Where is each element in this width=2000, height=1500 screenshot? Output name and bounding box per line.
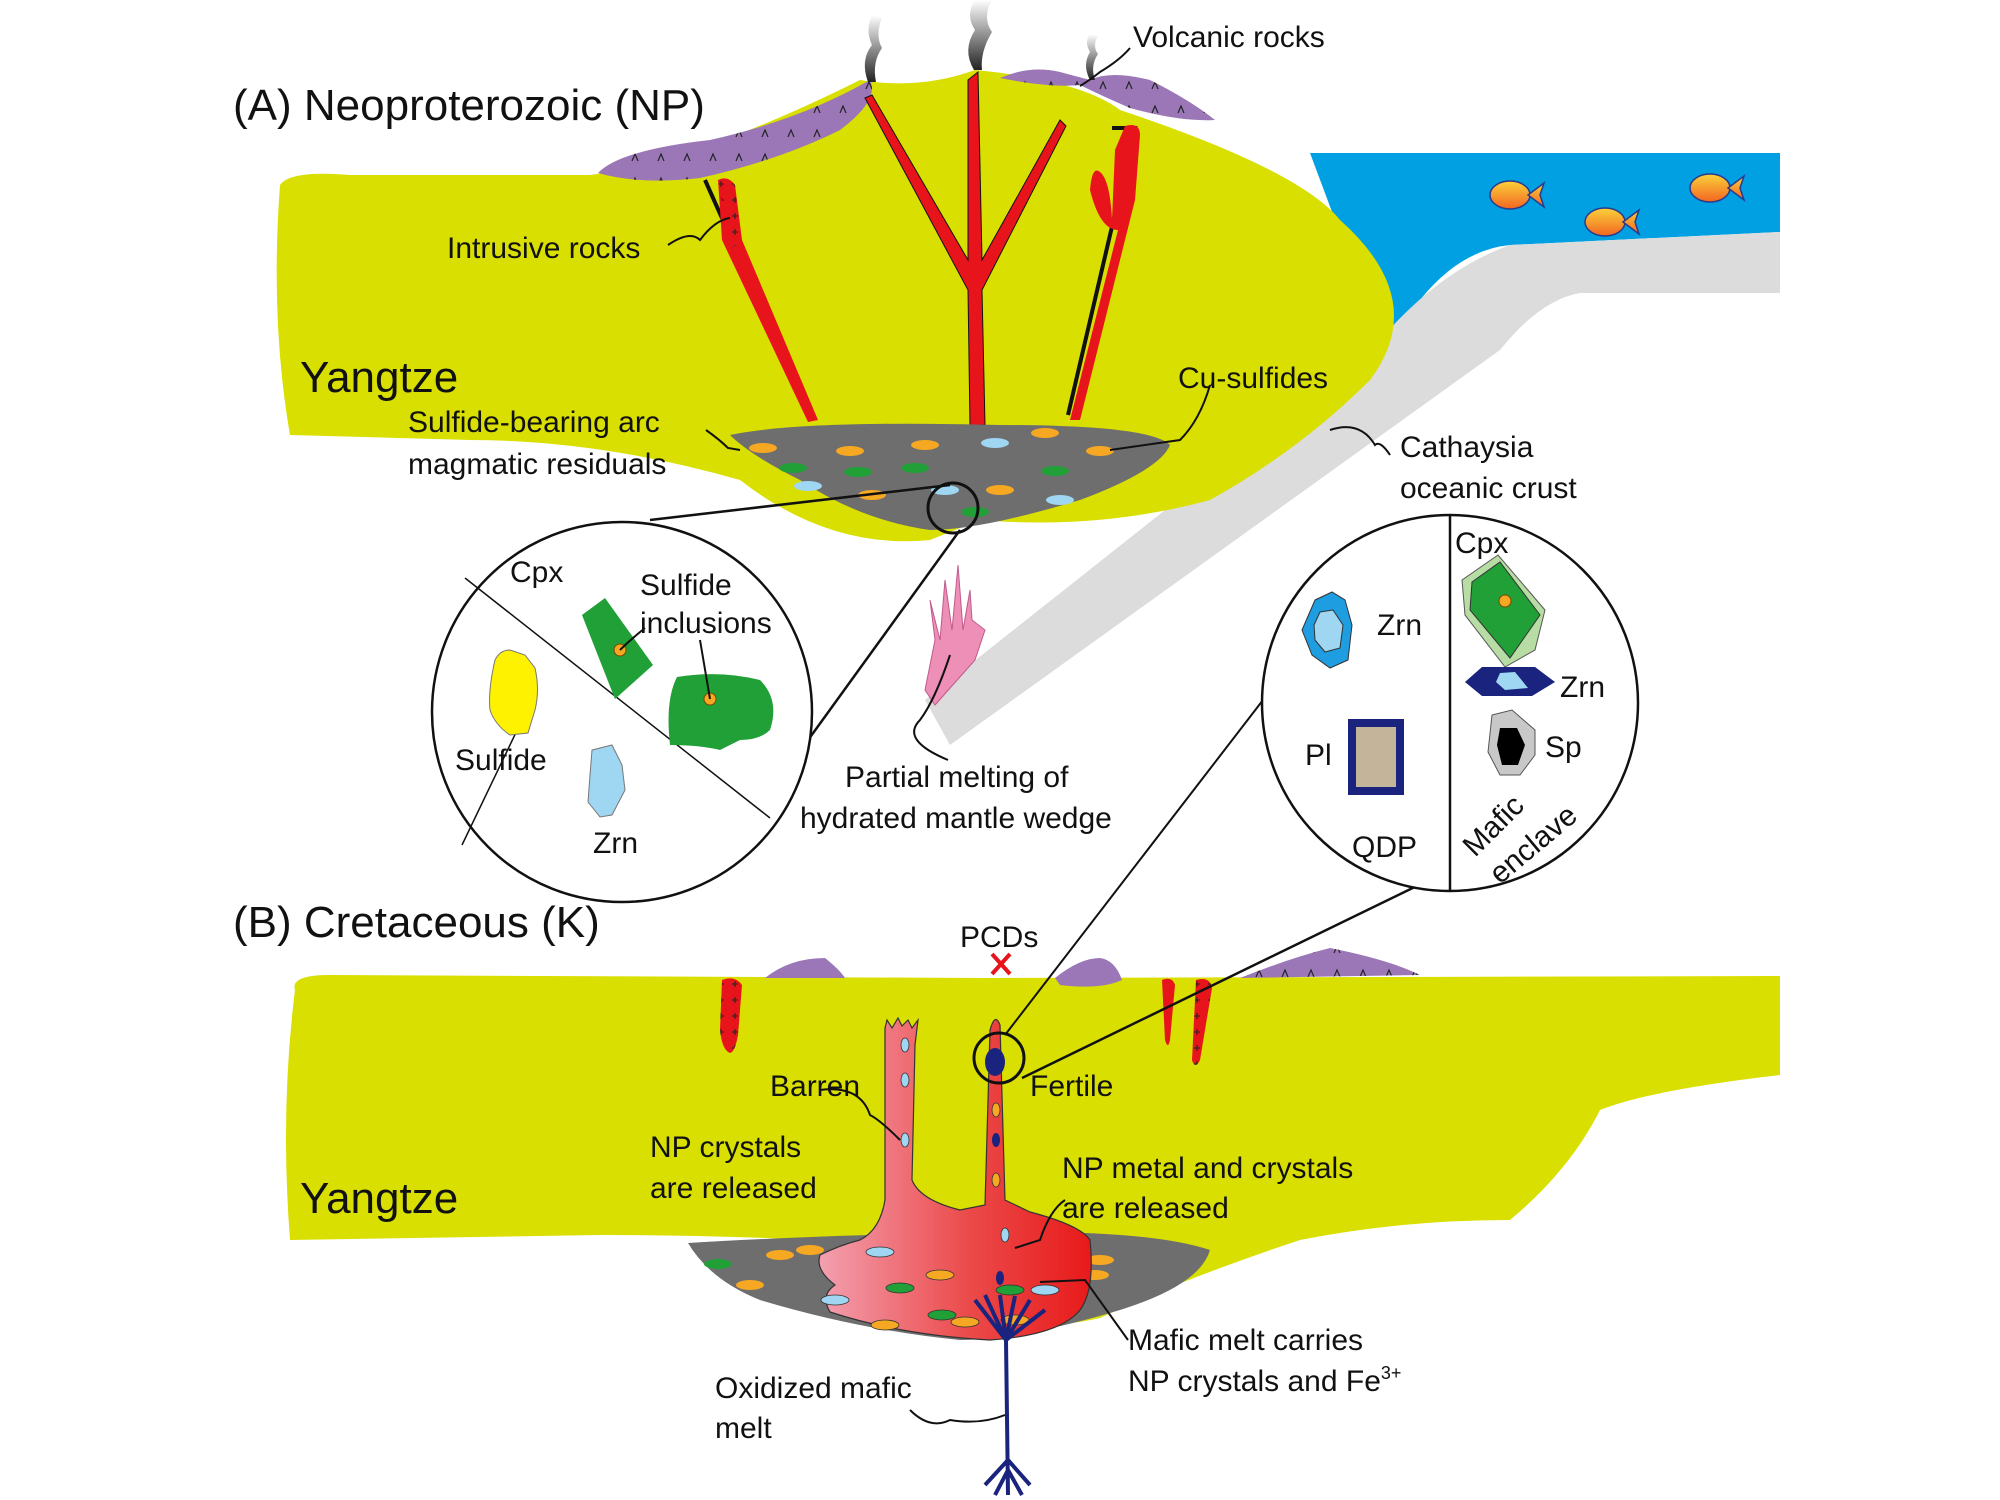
oxidized-label-line1: Oxidized mafic [715,1372,912,1405]
leader-cu-sulfides [1109,384,1211,451]
leader-oxidized [909,1409,1006,1425]
inset-b-cpx: Cpx [1455,527,1508,560]
panel-a-title: (A) Neoproterozoic (NP) [233,81,705,130]
residual-crystals [749,428,1114,517]
mantle-wedge-melt [924,564,986,706]
oxidized-mafic-melt-dike [973,1294,1047,1496]
panel-a [276,0,1780,904]
yangtze-crust-b [286,975,1780,1326]
cathaysia-oceanic-crust [925,232,1780,745]
np-crystals-label-line2: are released [650,1172,817,1205]
smoke-plume [968,0,992,70]
residuals-label-line2: magmatic residuals [408,448,666,481]
leader-np-metal [1014,1199,1066,1249]
partial-melting-label-line1: Partial melting of [845,761,1069,794]
mafic-carries-text: NP crystals and Fe [1128,1365,1381,1398]
volcanic-rocks [765,958,845,978]
yangtze-label-a: Yangtze [300,353,458,402]
inset-a-zrn: Zrn [593,827,638,860]
np-metal-label-line2: are released [1062,1192,1229,1225]
ocean [1310,153,1780,340]
volcanic-rocks-left-pattern [598,80,872,181]
zoom-line [1004,699,1264,1036]
zoom-line [1021,880,1426,1080]
yangtze-label-b: Yangtze [300,1174,458,1223]
cpx-grain [668,674,774,750]
labels: (A) Neoproterozoic (NP) Yangtze Volcanic… [233,21,1605,1445]
fish-icon [1584,207,1641,237]
inset-b-sp: Sp [1545,731,1582,764]
melt-body [818,1016,1092,1341]
leader-intrusive [667,217,731,246]
residuals-label-line1: Sulfide-bearing arc [408,406,660,439]
residual-crystals-b [704,1245,1114,1290]
inset-a-sulfide: Sulfide [455,744,547,777]
inset-a [430,520,814,904]
fish-icon [1689,173,1746,203]
magnifier-circle [972,1031,1026,1085]
np-metal-label-line1: NP metal and crystals [1062,1152,1353,1185]
intrusive-pattern [1192,979,1212,1065]
smoke-plume [1086,34,1098,80]
cu-sulfides-label: Cu-sulfides [1178,362,1328,395]
intrusive-rocks-label: Intrusive rocks [447,232,640,265]
melt-crystals [820,1037,1060,1331]
volcanic-pattern [1240,948,1420,978]
partial-melting-label-line2: hydrated mantle wedge [800,802,1112,835]
inset-b [1260,513,1640,893]
panel-b-title: (B) Cretaceous (K) [233,898,600,947]
fish-icon [1489,180,1546,210]
pcd-mine-icon [990,952,1012,976]
inset-b-zrn-qdp: Zrn [1377,609,1422,642]
np-crystals-label-line1: NP crystals [650,1131,801,1164]
zircon-grain [587,744,626,818]
intrusive-rocks-right [1070,125,1140,420]
leader-melting [913,654,951,761]
inset-b-pl: Pl [1305,739,1332,772]
barren-label: Barren [770,1070,860,1103]
panel-b [286,513,1780,1496]
leader-residuals [705,429,741,451]
cathaysia-label-line2: oceanic crust [1400,472,1577,505]
pcds-label: PCDs [960,921,1038,954]
leader-np-crystals [819,1088,901,1141]
fertile-label: Fertile [1030,1070,1113,1103]
volcanic-rocks [1055,958,1122,987]
sulfide-grain [489,649,538,736]
smoke-plume [864,15,882,82]
mafic-carries-label-line1: Mafic melt carries [1128,1324,1363,1357]
fe-superscript: 3+ [1381,1363,1402,1383]
oxidized-label-line2: melt [715,1412,772,1445]
volcanic-rocks-label: Volcanic rocks [1133,21,1325,54]
leader-cathaysia [1329,426,1391,456]
intrusive-dotted [718,178,742,250]
zoom-line [649,483,951,522]
zoom-line [788,529,962,766]
plagioclase-grain [1348,719,1404,795]
inset-a-cpx: Cpx [510,556,563,589]
inset-a-inclusions-line1: Sulfide [640,569,732,602]
magnifier-circle [926,481,980,535]
cathaysia-label-line1: Cathaysia [1400,431,1534,464]
intrusive-rocks-left [718,178,818,422]
inset-b-qdp: QDP [1352,831,1417,864]
volcanic-rocks-right-pattern [1000,69,1215,121]
inset-a-inclusions-line2: inclusions [640,607,772,640]
intrusive-rocks [1162,978,1175,1045]
inset-b-zrn-enclave: Zrn [1560,671,1605,704]
intrusive-pattern [720,978,742,1053]
leader-mafic-carries [1039,1278,1129,1341]
leader-volcanic [1079,47,1131,87]
mafic-carries-label-line2: NP crystals and Fe3+ [1128,1363,1401,1398]
